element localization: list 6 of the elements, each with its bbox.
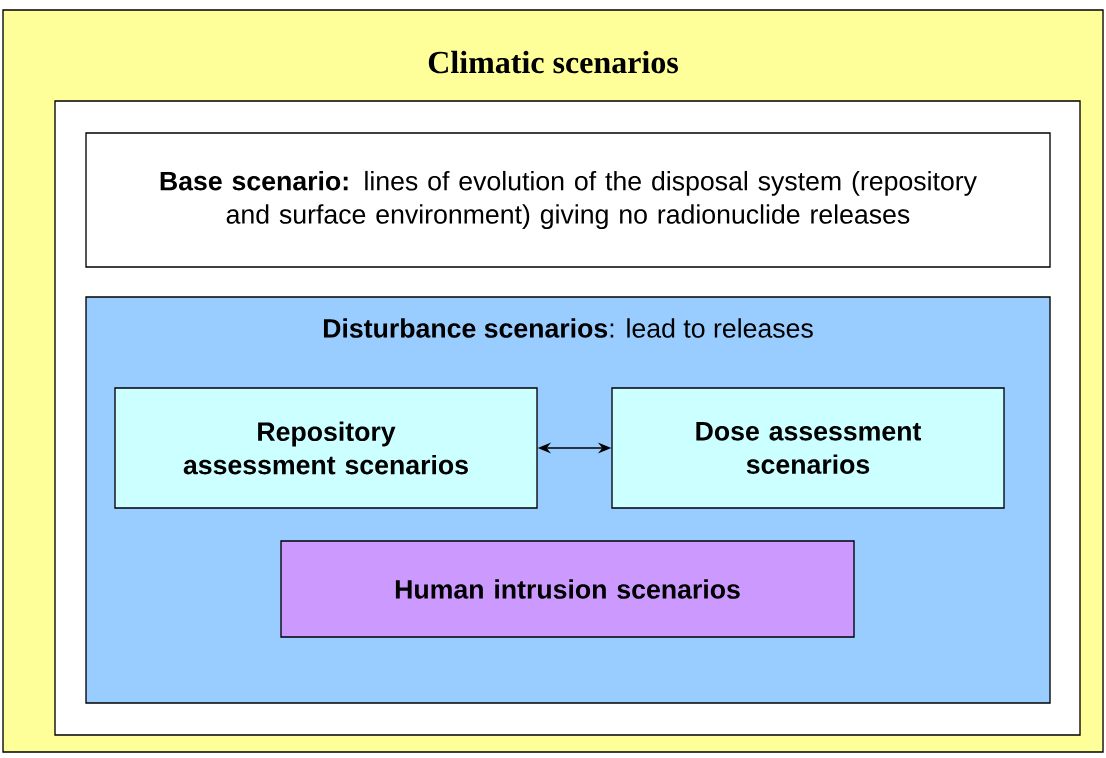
scenario-box: Dose assessment scenarios bbox=[611, 387, 1005, 509]
scenario-box: Repository assessment scenarios bbox=[114, 387, 538, 509]
scenario-box: Base scenario: lines of evolution of the disposal system (repository and surface environment) giving no radionuclide releases bbox=[85, 132, 1051, 268]
heading: Disturbance scenarios: lead to releases bbox=[324, 318, 813, 338]
scenario-box: Human intrusion scenarios bbox=[280, 540, 855, 638]
title: Climatic scenarios bbox=[428, 50, 678, 74]
